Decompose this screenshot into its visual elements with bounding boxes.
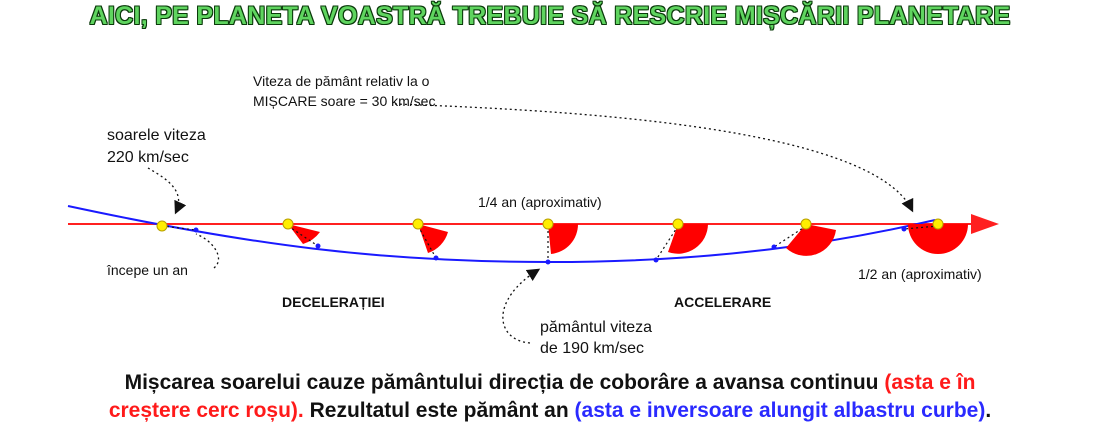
earth-icon xyxy=(901,226,907,232)
sun-icon xyxy=(800,218,812,230)
caption-line-2: creștere cerc roșu). Rezultatul este păm… xyxy=(0,399,1100,423)
sector-2 xyxy=(418,224,448,253)
begins-year-leader xyxy=(195,233,220,269)
sun-speed-label-1: soarele viteza xyxy=(107,127,206,144)
sun-icon xyxy=(282,218,294,230)
sun-speed-leader xyxy=(147,167,187,215)
sector-3 xyxy=(548,224,579,254)
earth-speed-label-1: Viteza de pământ relativ la o xyxy=(253,73,430,89)
page-title: AICI, PE PLANETA VOASTRĂ TREBUIE SĂ RESC… xyxy=(89,2,1011,30)
sun-earth-connectors xyxy=(161,225,939,262)
caption-period: . xyxy=(985,399,992,422)
begins-year-label: începe un an xyxy=(106,262,188,278)
sun-icon xyxy=(412,218,424,230)
sun-icon xyxy=(672,218,684,230)
earth-velocity-leader xyxy=(502,268,541,344)
earth-icon xyxy=(545,259,551,265)
quarter-year-label: 1/4 an (aproximativ) xyxy=(478,194,602,210)
red-sectors xyxy=(288,224,968,256)
earth-icon xyxy=(193,227,199,233)
sector-6 xyxy=(908,224,968,254)
caption-text: Rezultatul este pământ an xyxy=(309,399,569,422)
caption-red-note-cont: creștere cerc roșu). xyxy=(108,399,304,422)
caption-blue-note: (asta e inversoare alungit albastru curb… xyxy=(574,399,986,422)
earth-icon xyxy=(433,255,439,261)
sun-icon xyxy=(932,218,944,230)
sun-icon xyxy=(156,220,168,232)
deceleration-label: DECELERAȚIEI xyxy=(282,294,385,310)
leader-lines xyxy=(147,103,914,344)
earth-icon xyxy=(653,257,659,263)
sun-icon xyxy=(542,218,554,230)
earth-markers xyxy=(193,226,907,265)
acceleration-label: ACCELERARE xyxy=(674,294,771,310)
earth-velocity-label-1: pământul viteza xyxy=(540,319,652,336)
caption-red-note: (asta e în xyxy=(884,371,976,394)
earth-icon xyxy=(315,243,321,249)
sector-4 xyxy=(668,224,708,254)
sector-5 xyxy=(786,224,836,256)
sun-speed-label-2: 220 km/sec xyxy=(107,149,189,166)
earth-icon xyxy=(771,244,777,250)
sector-1 xyxy=(288,224,320,244)
caption-text: Mișcarea soarelui cauze pământului direc… xyxy=(124,371,879,394)
earth-speed-leader xyxy=(394,103,914,213)
sun-markers xyxy=(156,218,944,232)
caption-line-1: Mișcarea soarelui cauze pământului direc… xyxy=(0,371,1100,395)
earth-speed-label-2: MIȘCARE soare = 30 km/sec xyxy=(253,93,435,109)
earth-velocity-label-2: de 190 km/sec xyxy=(540,340,644,357)
half-year-label: 1/2 an (aproximativ) xyxy=(858,266,982,282)
